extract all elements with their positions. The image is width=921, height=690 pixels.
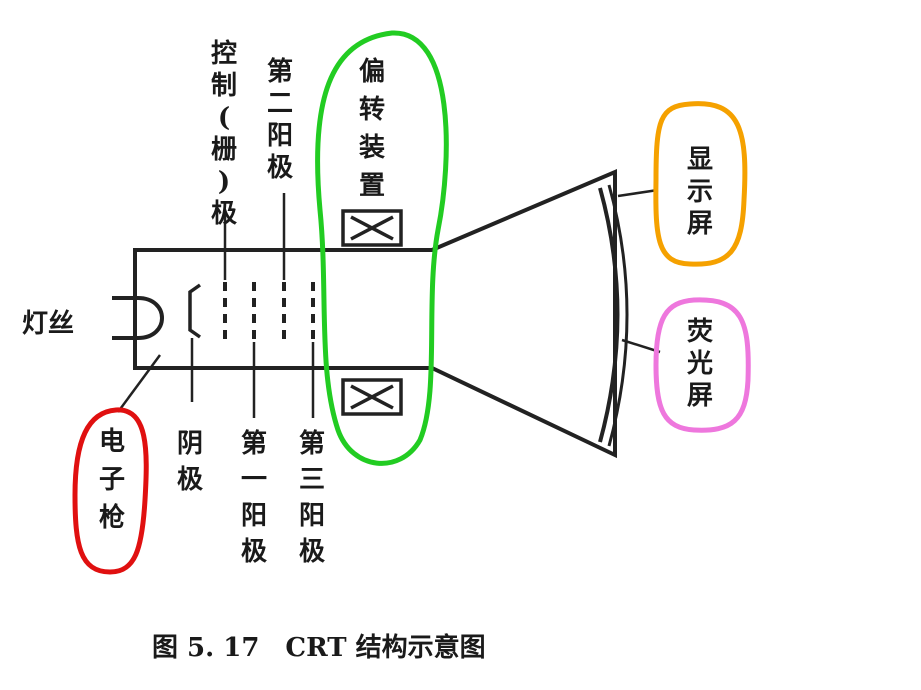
leader-lines <box>116 188 661 418</box>
display-screen-glass <box>598 187 620 443</box>
label-control-grid: 控制(栅)极 <box>211 39 238 229</box>
label-electron-gun: 电子枪 <box>99 427 125 533</box>
phosphor-screen-layer <box>607 184 629 447</box>
label-filament: 灯丝 <box>22 309 74 339</box>
figure-caption: 图 5. 17 CRT 结构示意图 <box>152 632 486 663</box>
cathode-element <box>188 283 202 339</box>
label-first-anode: 第一阳极 <box>241 428 268 567</box>
deflection-coil-top <box>341 209 403 247</box>
leader-phosphor-screen <box>621 338 661 354</box>
label-cathode: 阴极 <box>177 429 204 495</box>
highlight-display-screen <box>653 101 748 267</box>
crt-tube <box>133 168 617 459</box>
label-second-anode: 第二阳极 <box>267 56 294 183</box>
highlight-electron-gun <box>72 407 149 575</box>
electrode-plates <box>223 282 315 340</box>
label-phosphor-screen: 荧光屏 <box>686 317 713 411</box>
filament <box>112 296 164 340</box>
highlight-phosphor-screen <box>653 297 751 433</box>
label-third-anode: 第三阳极 <box>299 428 326 567</box>
leader-display-screen <box>617 188 659 198</box>
highlight-deflection <box>315 30 449 466</box>
leader-electron-gun <box>116 354 162 413</box>
label-deflection: 偏转装置 <box>359 56 385 201</box>
deflection-coil-bottom <box>341 378 403 416</box>
label-display-screen: 显示屏 <box>687 145 713 239</box>
